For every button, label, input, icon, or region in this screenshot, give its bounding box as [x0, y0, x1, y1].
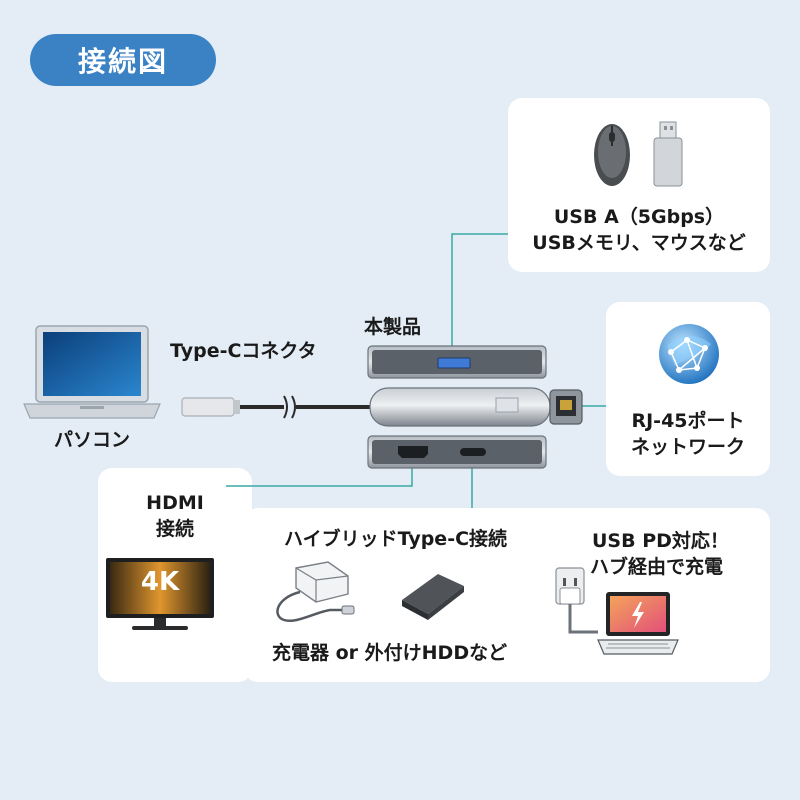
hub-body [369, 387, 551, 427]
laptop-icon [23, 325, 161, 419]
product-label: 本製品 [364, 316, 422, 338]
usb-a-line2: USBメモリ、マウスなど [532, 232, 746, 254]
monitor-icon [106, 558, 214, 630]
typec-cable [181, 395, 374, 419]
hdmi-line2: 接続 [155, 518, 194, 540]
wall-outlet-icon [555, 567, 598, 634]
usb-a-line1: USB A（5Gbps） [553, 206, 725, 228]
pd-line1: USB PD対応！ [592, 530, 729, 552]
typec-title: ハイブリッドType-C接続 [284, 528, 508, 550]
rj45-port [549, 389, 583, 425]
connector-label: Type-Cコネクタ [170, 340, 317, 362]
pc-label: パソコン [54, 429, 131, 451]
lan-line1: RJ-45ポート [631, 410, 745, 432]
pd-line2: ハブ経由で充電 [590, 556, 724, 578]
hub-bottom-side [367, 435, 547, 469]
charger-icon [276, 561, 355, 623]
mouse-icon [594, 124, 630, 186]
usb-stick-icon [653, 121, 683, 187]
hub-top-side [367, 345, 547, 379]
lan-line2: ネットワーク [630, 436, 745, 458]
monitor-4k-text: 4K [140, 567, 180, 597]
typec-devices: 充電器 or 外付けHDDなど [272, 642, 508, 664]
hdmi-line1: HDMI [146, 492, 204, 514]
charging-laptop-icon [597, 592, 679, 655]
title-badge: 接続図 [30, 34, 216, 86]
hdd-icon [402, 574, 464, 620]
globe-network-icon [659, 324, 719, 384]
usb-a-card [508, 98, 770, 272]
